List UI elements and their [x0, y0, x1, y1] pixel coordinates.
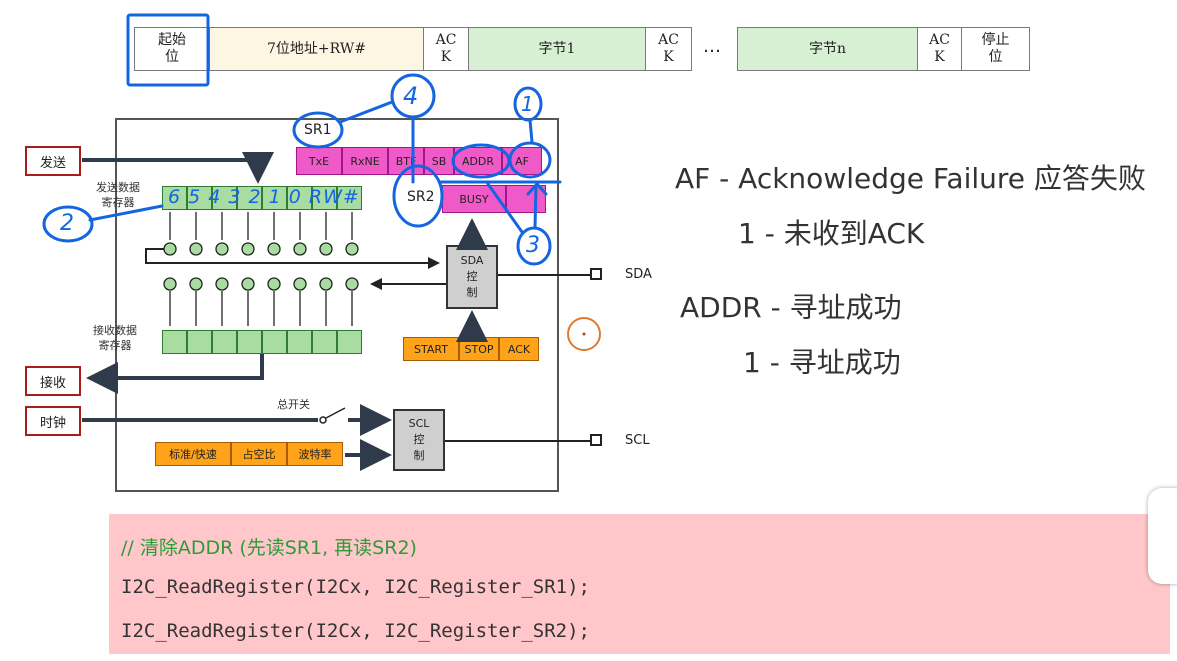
- rx-bit-cell: [237, 330, 262, 354]
- rx-bit-cell: [187, 330, 212, 354]
- clock-config-bits: 标准/快速 占空比 波特率: [155, 442, 343, 466]
- tx-bit-nodes: [163, 212, 359, 256]
- rx-register-label: 接收数据 寄存器: [93, 324, 137, 352]
- rx-bit-cell: [312, 330, 337, 354]
- sda-line: [445, 274, 590, 442]
- baud-rate-field: 波特率: [287, 442, 343, 466]
- receive-label: 接收: [25, 366, 81, 396]
- tx-bit-cell: [212, 186, 237, 210]
- tx-bit-cell: [237, 186, 262, 210]
- annotation-sr2: SR2: [407, 189, 435, 205]
- annotation-number-2: 2: [60, 211, 74, 236]
- rx-bit-cell: [262, 330, 287, 354]
- send-path: [82, 152, 274, 184]
- receive-path: [86, 354, 264, 394]
- tx-bit-cell: [187, 186, 212, 210]
- addr-flag-title: ADDR - 寻址成功: [680, 291, 902, 324]
- cursor-indicator: [567, 317, 601, 351]
- flag-txe: TxE: [296, 147, 342, 175]
- frame-ack-2: AC K: [645, 27, 692, 71]
- scl-pin: [590, 434, 602, 446]
- sda-pin-label: SDA: [625, 267, 652, 282]
- ack-bit: ACK: [499, 337, 539, 361]
- rx-bit-cell: [337, 330, 362, 354]
- annotation-bit-numbers: 6 5 4 3 2 1 0 RW#: [168, 186, 360, 208]
- rx-bit-cell: [162, 330, 187, 354]
- code-line-read-sr1: I2C_ReadRegister(I2Cx, I2C_Register_SR1)…: [121, 576, 590, 598]
- tx-bit-cell: [312, 186, 337, 210]
- tx-data-register: [162, 186, 362, 210]
- tx-bit-cell: [162, 186, 187, 210]
- frame-byte-1: 字节1: [468, 27, 646, 71]
- duty-cycle-field: 占空比: [231, 442, 287, 466]
- annotation-number-3: 3: [526, 233, 540, 258]
- rx-data-register: [162, 330, 362, 354]
- scl-pin-label: SCL: [625, 433, 650, 448]
- sda-control-block: SDA 控 制: [446, 245, 498, 309]
- sda-pin: [590, 268, 602, 280]
- tx-register-label: 发送数据 寄存器: [96, 181, 140, 209]
- flag-sr2-extra: [506, 185, 546, 213]
- master-switch-label: 总开关: [277, 398, 310, 411]
- start-stop-ack-bits: START STOP ACK: [403, 337, 539, 361]
- master-switch: [319, 407, 346, 424]
- code-block: // 清除ADDR (先读SR1, 再读SR2) I2C_ReadRegiste…: [109, 514, 1170, 654]
- tx-to-sda: [145, 248, 446, 290]
- annotation-sr1: SR1: [304, 122, 332, 138]
- annotation-number-4: 4: [403, 82, 419, 110]
- frame-ack-3: AC K: [917, 27, 962, 71]
- speed-mode-field: 标准/快速: [155, 442, 231, 466]
- frame-ellipsis: …: [703, 36, 721, 57]
- flag-addr: ADDR: [454, 147, 502, 175]
- tx-bit-cell: [337, 186, 362, 210]
- clock-label: 时钟: [25, 406, 81, 436]
- blue-annotations: [42, 13, 562, 266]
- flag-rxne: RxNE: [342, 147, 388, 175]
- rx-bit-cell: [287, 330, 312, 354]
- rx-bit-nodes: [163, 277, 359, 326]
- frame-ack-1: AC K: [423, 27, 469, 71]
- send-label: 发送: [25, 146, 81, 176]
- frame-byte-n: 字节n: [737, 27, 918, 71]
- code-comment: // 清除ADDR (先读SR1, 再读SR2): [121, 537, 417, 559]
- scl-control-block: SCL 控 制: [393, 409, 445, 471]
- frame-start-bit: 起始 位: [134, 27, 210, 71]
- sr1-flag-row: TxE RxNE BTF SB ADDR AF: [296, 147, 542, 175]
- af-flag-title: AF - Acknowledge Failure 应答失败: [675, 162, 1146, 195]
- start-bit: START: [403, 337, 459, 361]
- tx-bit-cell: [287, 186, 312, 210]
- addr-flag-detail: 1 - 寻址成功: [743, 346, 901, 379]
- frame-stop-bit: 停止 位: [961, 27, 1030, 71]
- side-panel-handle[interactable]: [1148, 488, 1177, 584]
- rx-bit-cell: [212, 330, 237, 354]
- af-flag-detail: 1 - 未收到ACK: [738, 217, 925, 250]
- annotation-number-1: 1: [521, 92, 534, 116]
- code-line-read-sr2: I2C_ReadRegister(I2Cx, I2C_Register_SR2)…: [121, 620, 590, 642]
- tx-bit-cell: [262, 186, 287, 210]
